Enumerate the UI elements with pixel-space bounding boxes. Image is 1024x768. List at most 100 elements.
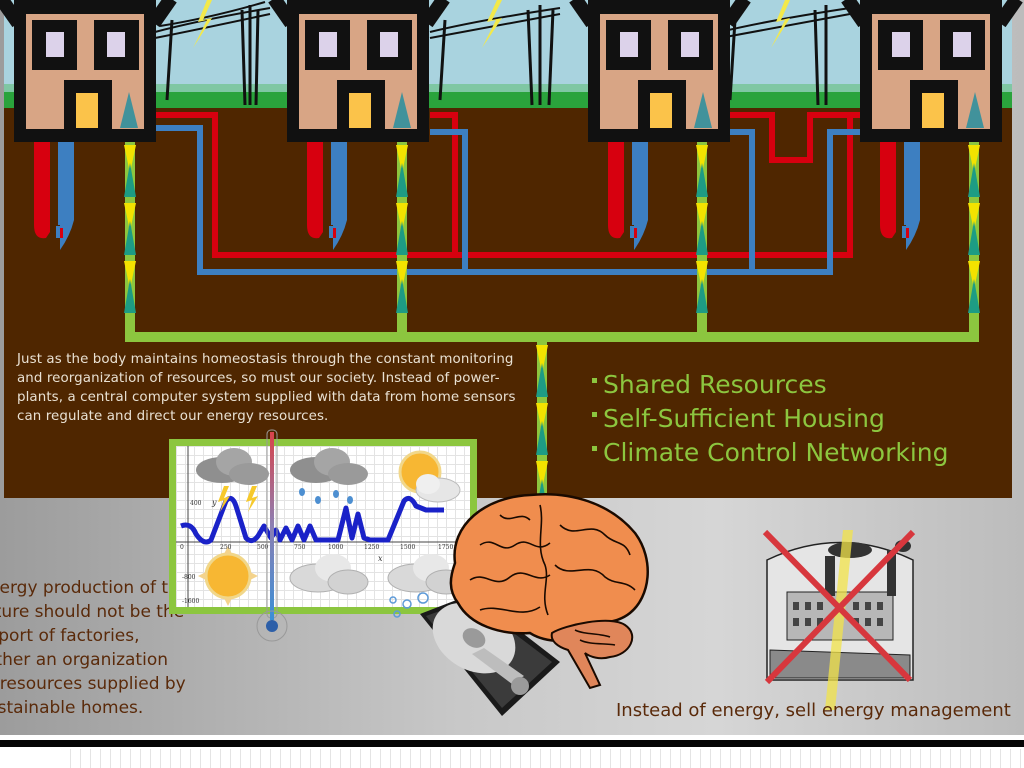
crossed-out-factory-illustration [762, 529, 916, 710]
door-icon [349, 93, 371, 128]
sun-cloud-icon [398, 450, 461, 503]
down-arrow-icon [536, 403, 548, 431]
down-arrow-icon [536, 345, 548, 373]
energy-management-caption: Instead of energy, sell energy managemen… [616, 700, 1011, 721]
lightning-bolts [193, 0, 790, 48]
ruler-strip [70, 749, 1024, 768]
down-arrow-icon [124, 261, 136, 289]
storm-cloud-icon [196, 448, 269, 512]
statement-line: of resources supplied by [0, 674, 186, 694]
chart-svg [176, 446, 470, 607]
x-tick: 1500 [400, 544, 416, 551]
weather-chart: 0 250 500 750 1000 1250 1500 1750 400 -8… [169, 439, 477, 614]
hot-pipe [608, 142, 624, 239]
up-arrow-icon [968, 279, 980, 313]
window-icon [681, 32, 699, 57]
down-arrow-icon [396, 261, 408, 289]
down-arrow-icon [696, 261, 708, 289]
up-arrow-icon [124, 221, 136, 255]
up-arrow-icon [968, 163, 980, 197]
window-icon [620, 32, 638, 57]
up-arrow-icon [396, 279, 408, 313]
power-lines [154, 1, 851, 106]
x-tick: 250 [220, 544, 232, 551]
up-arrow-icon [124, 163, 136, 197]
bullet-square-icon [592, 445, 597, 451]
down-arrow-icon [968, 261, 980, 289]
y-tick: 400 [190, 500, 202, 507]
window-icon [107, 32, 125, 57]
data-flow-arrows [124, 145, 980, 500]
tree-icon [120, 92, 138, 128]
paragraph-line: and reorganization of resources, so must… [17, 371, 500, 386]
down-arrow-icon [968, 145, 980, 173]
chart-grid: 0 250 500 750 1000 1250 1500 1750 400 -8… [176, 446, 470, 607]
cloud-icon [289, 554, 369, 595]
down-arrow-icon [124, 145, 136, 173]
homeostasis-paragraph: Just as the body maintains homeostasis t… [17, 350, 537, 426]
down-arrow-icon [696, 203, 708, 231]
x-tick: 1750 [438, 544, 454, 551]
bullet-square-icon [592, 411, 597, 417]
slide-bottom-border [0, 740, 1024, 747]
x-axis-label: x [378, 554, 383, 563]
lightning-icon [771, 0, 790, 48]
y-tick: -1600 [182, 598, 200, 605]
up-arrow-icon [396, 163, 408, 197]
sun-icon [198, 546, 258, 606]
bullet-item: Shared Resources [592, 368, 949, 402]
door-icon [650, 93, 672, 128]
slide: Just as the body maintains homeostasis t… [0, 0, 1024, 735]
statement-line: Energy production of the [0, 578, 189, 598]
rain-cloud-icon [290, 448, 368, 504]
house-4 [841, 0, 1023, 250]
statement-line: export of factories, [0, 626, 140, 646]
bullet-label: Self-Sufficient Housing [603, 404, 885, 433]
brain-illustration [449, 493, 649, 690]
y-axis-label: y [212, 498, 217, 507]
x-tick: 500 [257, 544, 269, 551]
tree-icon [966, 92, 984, 128]
up-arrow-icon [124, 279, 136, 313]
bullet-item: Self-Sufficient Housing [592, 402, 949, 436]
tree-icon [694, 92, 712, 128]
hot-pipe [880, 142, 896, 239]
up-arrow-icon [696, 163, 708, 197]
lightning-icon [482, 0, 502, 48]
door-icon [922, 93, 944, 128]
cold-pipe [58, 142, 74, 250]
bullet-label: Shared Resources [603, 370, 827, 399]
window-icon [380, 32, 398, 57]
house-3 [569, 0, 751, 250]
x-tick: 1000 [328, 544, 344, 551]
down-arrow-icon [696, 145, 708, 173]
door-icon [76, 93, 98, 128]
up-arrow-icon [696, 279, 708, 313]
hot-pipe [307, 142, 323, 239]
paragraph-line: Just as the body maintains homeostasis t… [17, 352, 514, 367]
up-arrow-icon [696, 221, 708, 255]
bullet-square-icon [592, 377, 597, 383]
down-arrow-icon [396, 145, 408, 173]
paragraph-line: plants, a central computer system suppli… [17, 390, 516, 405]
factory-statement: Energy production of the future should n… [0, 576, 189, 720]
window-icon [953, 32, 971, 57]
bullet-item: Climate Control Networking [592, 436, 949, 470]
up-arrow-icon [536, 421, 548, 455]
lightning-icon [825, 530, 853, 710]
cold-pipe [904, 142, 920, 250]
tree-icon [393, 92, 411, 128]
cold-water-pipes [155, 125, 860, 275]
y-tick: -800 [182, 574, 196, 581]
x-tick: 0 [180, 544, 184, 551]
paragraph-line: can regulate and direct our energy resou… [17, 409, 329, 424]
down-arrow-icon [536, 461, 548, 489]
hot-water-pipes [155, 112, 860, 258]
up-arrow-icon [536, 363, 548, 397]
soil-panel [4, 108, 1012, 498]
up-arrow-icon [396, 221, 408, 255]
bubbles-decoration [389, 592, 429, 618]
lightning-icon [193, 0, 212, 48]
thermometer-icon [256, 429, 288, 642]
window-icon [892, 32, 910, 57]
